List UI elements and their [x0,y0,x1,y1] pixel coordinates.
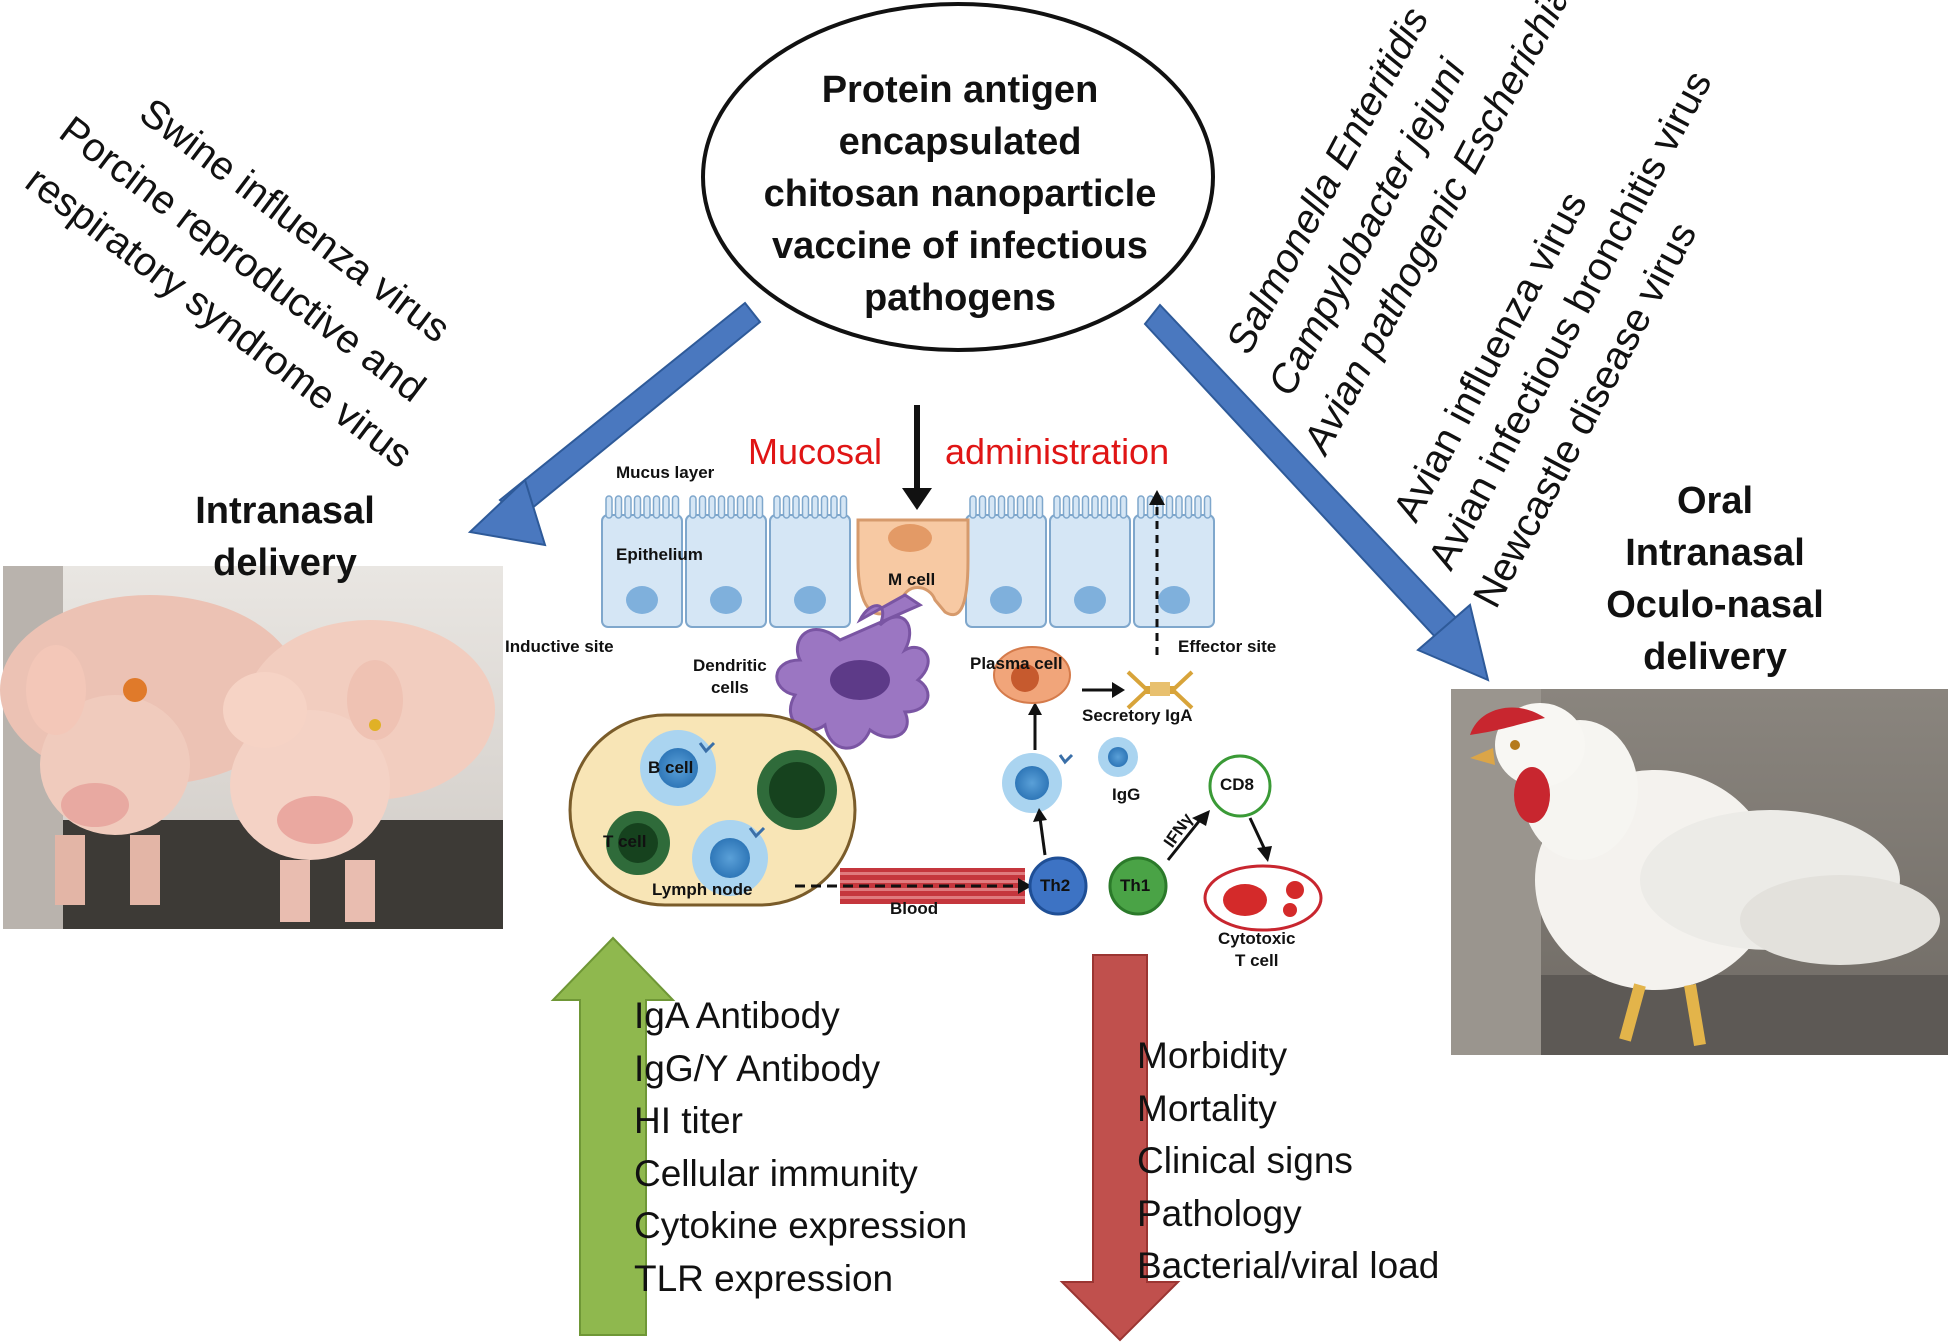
delivery-line: Intranasal [195,490,375,532]
secretory-iga-label: Secretory IgA [1082,706,1193,725]
increase-item: IgG/Y Antibody [634,1047,881,1089]
dendritic-cell [775,593,930,750]
th2-label: Th2 [1040,876,1071,895]
igg-cell [1098,737,1138,777]
lymph-node [568,713,857,907]
decrease-arrow [1059,954,1181,1342]
right-delivery-label: Oral Intranasal Oculo-nasal delivery [1575,475,1855,683]
delivery-line: delivery [213,542,357,584]
delivery-line: Oculo-nasal [1606,584,1824,626]
increase-item: Cytokine expression [634,1205,968,1246]
th1-cell [1108,856,1168,916]
th1-label: Th1 [1120,876,1151,895]
dendritic-label: Dendritic cells [693,655,767,699]
plasma-cell-label: Plasma cell [970,654,1063,673]
decrease-item: Clinical signs [1137,1140,1353,1181]
cytotoxic-line: Cytotoxic [1218,929,1296,948]
epithelial-cell [1049,495,1131,628]
title-line: encapsulated [838,121,1082,163]
cd8-label: CD8 [1220,775,1255,794]
epithelium-layer [601,495,1215,628]
delivery-line: Intranasal [1625,532,1805,574]
activated-b-cell [1002,702,1074,856]
mucosal-label: Mucosal [748,431,883,472]
epithelial-cell [769,495,851,628]
decrease-item: Bacterial/viral load [1137,1245,1440,1286]
cytotoxic-label: Cytotoxic T cell [1218,928,1295,972]
m-cell [856,518,970,617]
epithelial-cell [965,495,1047,628]
administration-label: administration [945,431,1170,472]
b-cell-label: B cell [648,758,694,777]
decrease-list: Morbidity Mortality Clinical signs Patho… [1137,1030,1439,1293]
pigs-photo [0,566,503,929]
cytotoxic-t-cell [1203,864,1323,932]
title-line: chitosan nanoparticle [763,173,1157,215]
decrease-item: Pathology [1137,1192,1302,1234]
secretory-iga [1126,670,1194,710]
increase-item: TLR expression [634,1257,894,1299]
m-cell-label: M cell [888,570,936,589]
th2-cell [1028,856,1088,916]
decrease-item: Morbidity [1137,1035,1288,1076]
cytotoxic-line: T cell [1235,951,1279,970]
epithelial-cell [1133,495,1215,628]
title-line: pathogens [863,277,1057,319]
increase-item: IgA Antibody [634,995,840,1036]
title-line: vaccine of infectious [772,225,1148,267]
mucus-layer-label: Mucus layer [616,463,715,482]
blood-vessel [795,868,1032,904]
increase-list: IgA Antibody IgG/Y Antibody HI titer Cel… [634,990,967,1305]
blood-label: Blood [890,899,939,918]
plasma-cell [993,646,1125,704]
epithelium-label: Epithelium [616,545,703,564]
blue-arrow-left [467,301,762,547]
t-cell-label: T cell [603,832,647,851]
increase-arrow [550,936,676,1336]
lymph-node-label: Lymph node [652,880,753,899]
decrease-item: Mortality [1137,1087,1277,1129]
dendritic-line: cells [710,678,749,697]
blue-arrow-right [1143,303,1490,682]
dendritic-line: Dendritic [693,656,767,675]
vaccine-title: Protein antigen encapsulated chitosan na… [690,64,1230,324]
left-delivery-label: Intranasal delivery [150,485,420,589]
delivery-line: delivery [1643,636,1787,678]
administration-arrow [902,405,932,510]
epithelial-cell [601,495,683,628]
secretion-arrow [1149,490,1165,655]
epithelial-cell [685,495,767,628]
cd8-cell [1166,754,1272,862]
chicken-photo [1451,689,1948,1055]
igg-label: IgG [1112,785,1141,804]
title-line: Protein antigen [821,69,1099,111]
increase-item: HI titer [634,1100,743,1141]
inductive-site-label: Inductive site [505,637,614,656]
effector-site-label: Effector site [1178,637,1277,656]
increase-item: Cellular immunity [634,1152,918,1194]
delivery-line: Oral [1676,480,1754,522]
vaccine-ellipse [701,2,1215,352]
